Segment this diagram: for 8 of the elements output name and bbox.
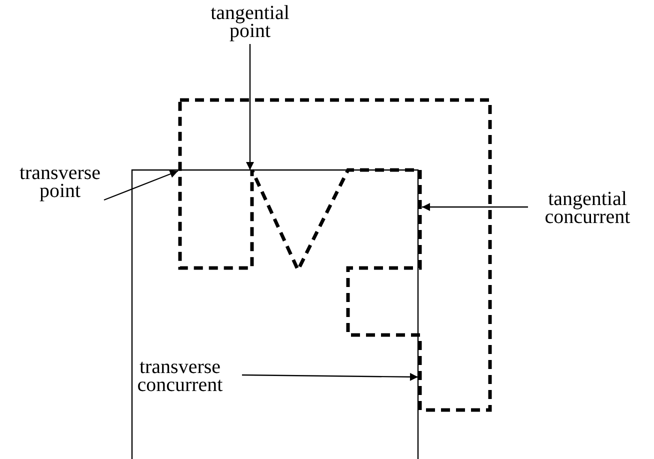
leader-line <box>242 372 418 381</box>
leader-line <box>246 44 254 170</box>
callout-label: transverse concurrent <box>136 358 224 394</box>
callout-label: tangential point <box>210 4 290 40</box>
leader-line <box>104 170 178 201</box>
callout-label: tangential concurrent <box>544 190 632 226</box>
callout-label: transverse point <box>18 164 102 200</box>
leader-line <box>422 203 528 211</box>
